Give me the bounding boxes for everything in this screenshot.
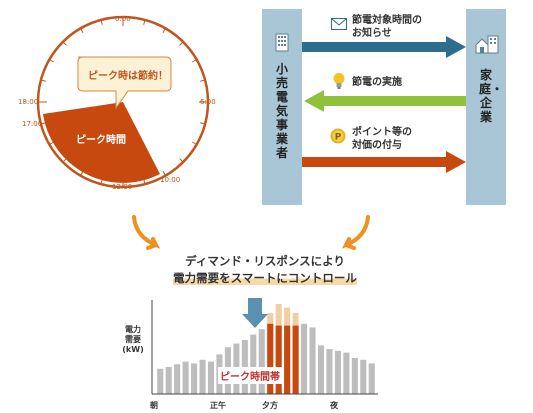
reward-arrow bbox=[302, 151, 466, 173]
lightbulb-icon bbox=[333, 73, 345, 89]
clock-tick bbox=[179, 158, 184, 163]
ylabel-line-2: 需要 bbox=[125, 335, 141, 344]
demand-bar bbox=[343, 352, 350, 394]
peak-wedge bbox=[43, 102, 160, 183]
house-building-icon bbox=[475, 35, 499, 54]
mail-icon bbox=[331, 18, 347, 30]
demand-bar bbox=[334, 350, 341, 394]
reward-label-1: ポイント等の bbox=[352, 127, 412, 138]
notification-label-2: お知らせ bbox=[352, 28, 392, 39]
hour-label-12: 12:00 bbox=[112, 183, 133, 191]
hour-label-10: 10:00 bbox=[160, 176, 181, 184]
clock-tick bbox=[192, 141, 197, 145]
xlabel-evening: 夕方 bbox=[262, 401, 278, 410]
demand-bar bbox=[301, 323, 308, 394]
svg-text:P: P bbox=[335, 133, 342, 143]
clock-tick bbox=[100, 19, 103, 25]
demand-bar bbox=[351, 358, 358, 394]
hour-label-17: 17:00 bbox=[22, 120, 43, 128]
demand-bar bbox=[182, 361, 189, 394]
demand-bar bbox=[326, 349, 333, 394]
hour-label-0: 0:00 bbox=[115, 15, 131, 23]
peak-band-label: ピーク時間帯 bbox=[218, 367, 282, 384]
clock-tick bbox=[62, 41, 67, 46]
peak-reduced-bar bbox=[267, 323, 274, 394]
ylabel-line-3: (kW) bbox=[122, 345, 144, 354]
clock-tick bbox=[200, 122, 206, 125]
headline-line-1: ディマンド・リスポンスにより bbox=[185, 254, 345, 268]
down-arrow-icon bbox=[242, 298, 268, 328]
clock-tick bbox=[179, 41, 184, 46]
xlabel-morning: 朝 bbox=[150, 401, 158, 410]
peak-reduced-bar bbox=[284, 325, 291, 394]
callout-bubble bbox=[77, 56, 172, 110]
demand-bar bbox=[309, 327, 316, 394]
hour-label-18: 18:00 bbox=[18, 98, 39, 106]
building-icon bbox=[275, 33, 289, 52]
clock-tick bbox=[40, 79, 46, 82]
household-label: 家庭・企業 bbox=[479, 68, 504, 124]
demand-bar bbox=[191, 363, 198, 394]
right-curved-arrow bbox=[341, 215, 370, 250]
saving-label: 節電の実施 bbox=[352, 77, 402, 88]
headline-line-2-text: 電力需要をスマートにコントロール bbox=[173, 271, 357, 285]
peak-clock bbox=[36, 15, 210, 189]
demand-bar bbox=[258, 329, 265, 394]
retailer-label: 小売電気事業者 bbox=[275, 62, 288, 160]
demand-bar bbox=[368, 363, 375, 394]
demand-bar bbox=[360, 359, 367, 394]
peak-reduced-bar bbox=[275, 325, 282, 394]
notification-label-1: 節電対象時間の bbox=[352, 15, 422, 26]
peak-reduced-bar bbox=[292, 325, 299, 394]
xlabel-noon: 正午 bbox=[210, 401, 226, 410]
headline-line-2: 電力需要をスマートにコントロール bbox=[150, 270, 380, 286]
reward-label-2: 対価の付与 bbox=[352, 140, 402, 151]
demand-chart bbox=[151, 298, 378, 395]
point-coin-icon: P bbox=[330, 128, 346, 144]
peak-label: ピーク時間 bbox=[76, 135, 126, 146]
demand-bar bbox=[157, 368, 164, 394]
chart-ylabel: 電力 需要 (kW) bbox=[118, 325, 148, 355]
hour-label-6: 6:00 bbox=[200, 98, 216, 106]
demand-bar bbox=[207, 361, 215, 394]
demand-bar bbox=[199, 359, 206, 394]
demand-bar bbox=[250, 334, 257, 394]
connector-arrows bbox=[132, 215, 370, 250]
notification-arrow bbox=[302, 36, 466, 58]
clock-tick bbox=[162, 28, 166, 33]
demand-bar bbox=[317, 345, 325, 394]
ylabel-line-1: 電力 bbox=[125, 325, 141, 334]
clock-tick bbox=[143, 19, 146, 25]
xlabel-night: 夜 bbox=[330, 401, 338, 410]
demand-bar bbox=[165, 367, 172, 394]
clock-tick bbox=[200, 79, 206, 82]
household-panel bbox=[466, 9, 506, 205]
callout-text: ピーク時は節約！ bbox=[88, 71, 168, 82]
saving-arrow bbox=[304, 90, 466, 112]
flow-arrows bbox=[302, 36, 466, 173]
clock-tick bbox=[80, 28, 84, 33]
clock-tick bbox=[192, 59, 197, 63]
left-curved-arrow bbox=[132, 215, 161, 250]
clock-tick bbox=[162, 171, 166, 176]
clock-tick bbox=[49, 59, 54, 63]
demand-bar bbox=[174, 364, 181, 394]
